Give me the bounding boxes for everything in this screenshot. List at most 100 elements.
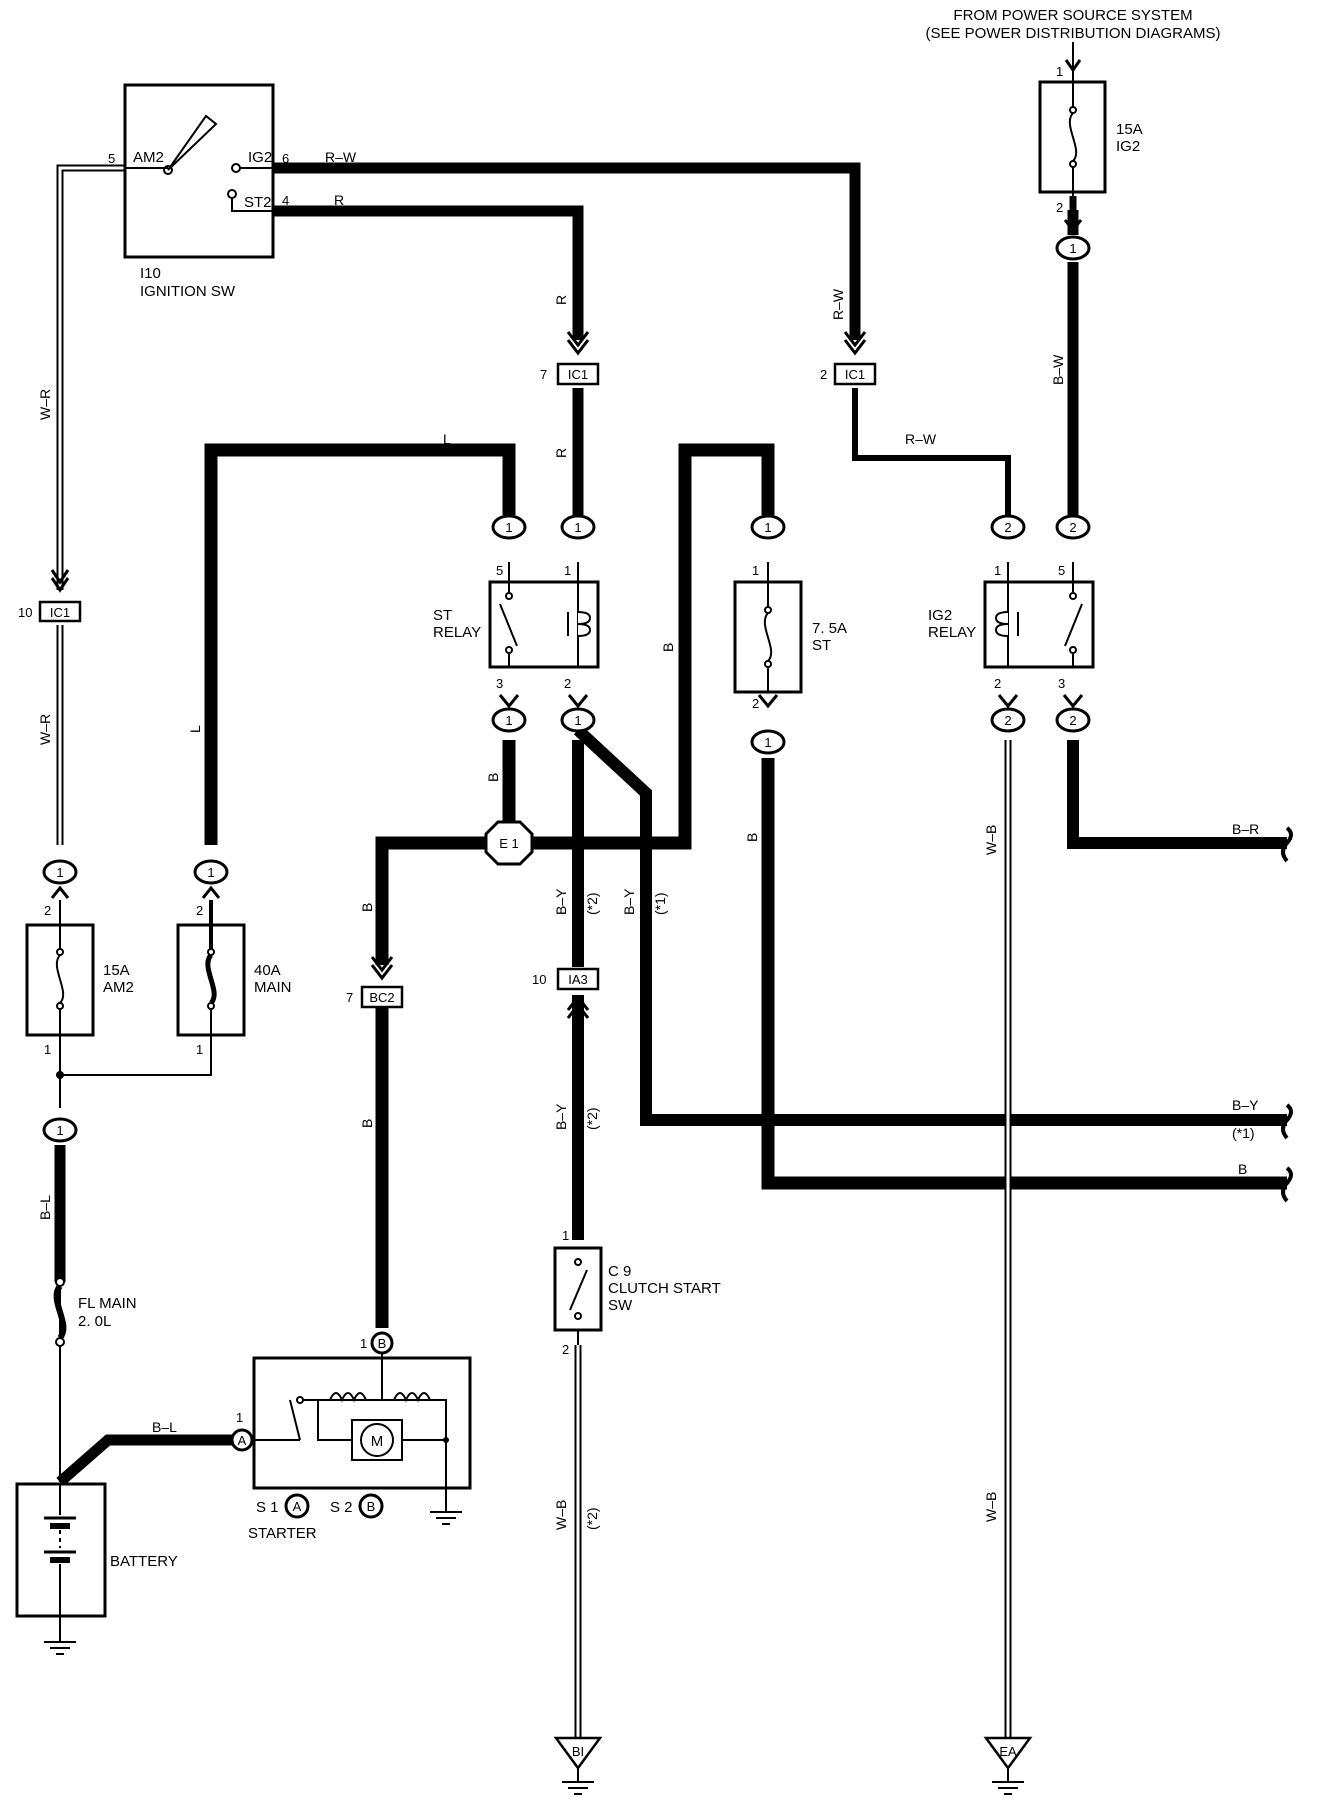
svg-text:1: 1 [764,735,771,750]
svg-text:1: 1 [505,713,512,728]
label-b-vert-mid: B [660,643,676,652]
fuse-st-amp: 7. 5A [812,620,847,637]
label-b-relay3: B [485,773,501,782]
wire-r-st2 [273,205,584,340]
label-bl-starter: B–L [152,1419,177,1435]
label-r-top: R [334,192,344,208]
svg-text:1: 1 [56,1123,63,1138]
wire-ends [1281,826,1293,1203]
label-by-vert-3: B–Y [553,1103,569,1130]
arrow-am2 [50,885,70,899]
pill-connector: 1 [750,514,786,540]
arrow-ig2relay3 [1062,694,1084,709]
fuse-icon [1068,112,1078,162]
ignition-st2-label: ST2 [244,194,272,211]
label-by-vert-2: B–Y [621,888,637,915]
arrow-r [566,339,590,356]
label-note1-right: (*1) [1232,1125,1255,1141]
battery: BATTERY [15,1482,178,1618]
label-rw-mid: R–W [905,431,937,447]
label-br: B–R [1232,821,1259,837]
fl-main-line2: 2. 0L [78,1313,111,1330]
pill-connector: 2 [990,707,1026,733]
fuse-icon [55,954,65,1004]
connector-ia3-id: IA3 [568,972,588,987]
svg-text:1: 1 [764,520,771,535]
starter-switch-icon [289,1399,301,1441]
end-by [1281,1103,1293,1140]
pill-connector: 1 [42,859,78,885]
pill-connectors: 1 1 1 1 2 2 1 1 1 2 2 1 1 1 [42,235,1091,1143]
label-by-right: B–Y [1232,1097,1259,1113]
starter-motor-label: M [371,1433,384,1450]
st-relay-line1: ST [433,607,452,624]
label-bw-vert: B–W [1050,354,1066,385]
fuse-ig2-pin-bottom: 2 [1056,200,1063,215]
label-wb-ea-1: W–B [983,825,999,855]
connector-ic1-a: IC1 10 [18,600,82,623]
motor-icon [360,1423,394,1457]
svg-text:2: 2 [1069,520,1076,535]
pill-connector: 1 [560,707,596,733]
ignition-ig2-label: IG2 [248,149,272,166]
label-rw-vert: R–W [830,288,846,320]
clutch-start-switch: C 9 CLUTCH START SW 1 2 [553,1228,721,1357]
arrow-wr-2 [50,569,70,585]
fuse-am2-name: AM2 [103,979,134,996]
power-source-line2: (SEE POWER DISTRIBUTION DIAGRAMS) [925,25,1220,42]
starter-conn-b: B [378,1336,387,1351]
power-source-line1: FROM POWER SOURCE SYSTEM [953,7,1192,24]
fuse-am2-pin-bottom: 1 [44,1042,51,1057]
svg-text:2: 2 [1069,713,1076,728]
label-r-vert-1: R [553,295,569,305]
svg-text:1: 1 [505,520,512,535]
pill-connector: 1 [491,514,527,540]
svg-text:2: 2 [1004,520,1011,535]
pill-connector: 2 [1055,514,1091,540]
wire-wr-inner [58,166,125,590]
ignition-pin-ig2: 6 [282,151,289,166]
fuse-am2-amp: 15A [103,962,130,979]
label-note2-vert-3: (*2) [584,1507,600,1530]
fuse-ig2: 15A IG2 1 2 [1038,64,1143,215]
starter-s2: S 2 [330,1499,353,1516]
st-relay-pin1: 1 [564,563,571,578]
starter-conn-a: A [238,1433,247,1448]
clutch-code: C 9 [608,1263,631,1280]
pill-connector: 1 [491,707,527,733]
ignition-switch: AM2 IG2 ST2 5 6 4 I10 IGNITION SW [108,83,289,300]
ground-bi-label: BI [572,1744,584,1759]
ignition-key-icon [167,114,218,171]
wire-b-bc2 [375,836,487,965]
ground-icon [430,1440,462,1525]
svg-text:1: 1 [1069,241,1076,256]
st-relay-pin5: 5 [496,563,503,578]
ground-ea-label: EA [999,1744,1017,1759]
ignition-pin-st2: 4 [282,193,289,208]
connector-ic1-c-pin: 2 [820,367,827,382]
svg-text:1: 1 [574,713,581,728]
arrow-st2 [757,694,779,709]
clutch-line1: CLUTCH START [608,1280,721,1297]
fuse-st-pin-bottom: 2 [752,696,759,711]
ground-bi [553,1736,603,1795]
st-relay: ST RELAY 5 1 3 2 [433,563,600,691]
label-b-starter: B [359,1119,375,1128]
clutch-line2: SW [608,1297,633,1314]
starter-coil-icon-2 [393,1392,431,1403]
arrow-power [1064,59,1082,73]
label-by-vert-1: B–Y [553,888,569,915]
clutch-pin-top: 1 [562,1228,569,1243]
label-r-vert-2: R [553,448,569,458]
relay-coil-icon [994,611,1009,637]
fuse-am2: 15A AM2 2 1 [25,900,134,1057]
svg-text:1: 1 [56,865,63,880]
arrow-rw [843,339,867,356]
fusible-link-icon [53,1284,67,1340]
fl-main: FL MAIN 2. 0L [53,1277,137,1347]
wire-br [1067,740,1287,849]
arrow-relay2 [567,694,589,709]
connector-bc2: BC2 7 [346,985,404,1009]
ground-icon [44,1616,76,1655]
